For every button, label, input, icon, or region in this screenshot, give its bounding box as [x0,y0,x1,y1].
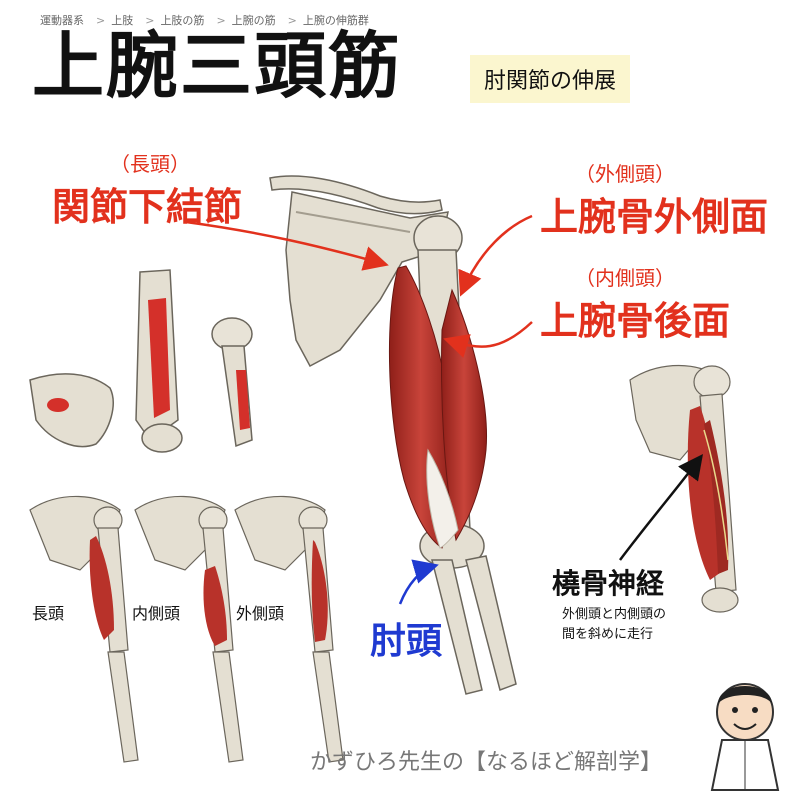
label-radial-nerve: 橈骨神経 [552,567,665,600]
page-title: 上腕三頭筋 [32,24,403,108]
scapula [285,191,449,368]
radial-nerve-view [629,365,739,613]
label-small-long-head: 長頭 [32,604,65,623]
arrow-insertion [398,559,439,605]
humerus-posterior-detail [135,269,183,453]
breadcrumb-separator: > [145,14,155,27]
breadcrumb-item[interactable]: 上腕の筋 [231,14,276,27]
breadcrumb-item[interactable]: 上肢 [111,14,134,27]
arrow-lateral-head [458,214,533,297]
breadcrumb-item[interactable]: 上腕の伸筋群 [302,14,369,27]
clavicle [269,175,443,215]
label-long-head-paren: （長頭） [110,152,190,176]
breadcrumb-item[interactable]: 運動器系 [40,14,84,27]
label-medial-head-origin: 上腕骨後面 [540,299,731,343]
label-small-lateral-head: 外側頭 [236,604,285,623]
humerus-lateral-detail [211,317,253,448]
breadcrumb-item[interactable]: 上肢の筋 [160,14,205,27]
label-small-medial-head: 内側頭 [132,604,181,623]
label-lateral-head-paren: （外側頭） [575,162,675,186]
small-arm-lateral-head [234,495,344,763]
radius [465,555,517,691]
label-radial-nerve-note-1: 外側頭と内側頭の [562,607,667,622]
breadcrumb-separator: > [287,14,297,27]
triceps-tendon [426,448,459,549]
mascot-icon [710,683,780,791]
footer-credit: かずひろ先生の【なるほど解剖学】 [310,750,663,775]
label-radial-nerve-note-2: 間を斜めに走行 [562,627,654,642]
small-arm-long-head [29,495,139,763]
breadcrumb-separator: > [96,14,106,27]
ulna [431,559,483,695]
arrow-radial-nerve [619,454,704,561]
label-lateral-head-origin: 上腕骨外側面 [540,195,769,239]
label-long-head-origin: 関節下結節 [52,185,243,229]
label-medial-head-paren: （内側頭） [575,266,675,290]
breadcrumb-separator: > [216,14,226,27]
label-insertion: 肘頭 [370,621,443,662]
arrow-long-head [185,220,389,271]
action-badge: 肘関節の伸展 [470,55,631,103]
breadcrumb: 運動器系 > 上肢 > 上肢の筋 > 上腕の筋 > 上腕の伸筋群 [40,12,375,28]
main-arm [269,175,517,695]
small-arm-medial-head [134,495,244,763]
arrow-medial-head [443,321,533,358]
scapula-detail [29,373,114,448]
